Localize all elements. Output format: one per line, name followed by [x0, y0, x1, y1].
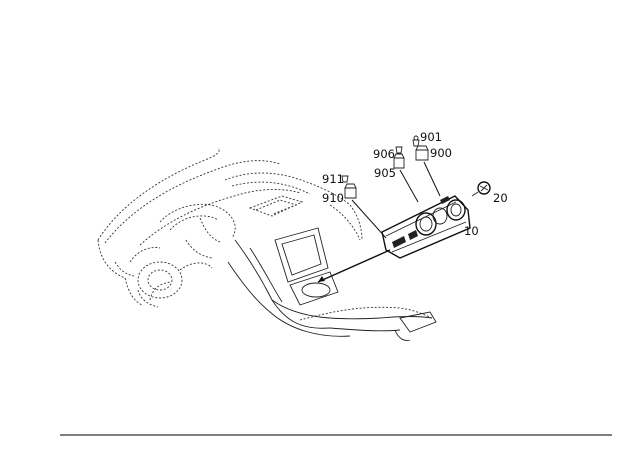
screw-icon — [471, 181, 491, 197]
assembly-leader — [317, 249, 391, 283]
bulb-906 — [395, 146, 403, 154]
callout-910: 910 — [322, 191, 344, 205]
dashboard-outline — [97, 147, 437, 341]
callout-901: 901 — [420, 130, 442, 144]
callout-906: 906 — [373, 147, 395, 161]
climate-control-unit — [381, 195, 471, 259]
callout-900: 900 — [430, 146, 452, 160]
bulb-socket-910 — [344, 183, 357, 199]
bulb-901 — [412, 135, 420, 147]
callout-911: 911 — [322, 172, 344, 186]
bulb-socket-900 — [415, 145, 429, 161]
callout-20: 20 — [493, 191, 508, 205]
bulb-911 — [341, 175, 349, 183]
bulb-socket-905 — [393, 153, 405, 169]
callout-10: 10 — [464, 224, 479, 238]
callout-905: 905 — [374, 166, 396, 180]
callout-leaders — [351, 161, 441, 239]
